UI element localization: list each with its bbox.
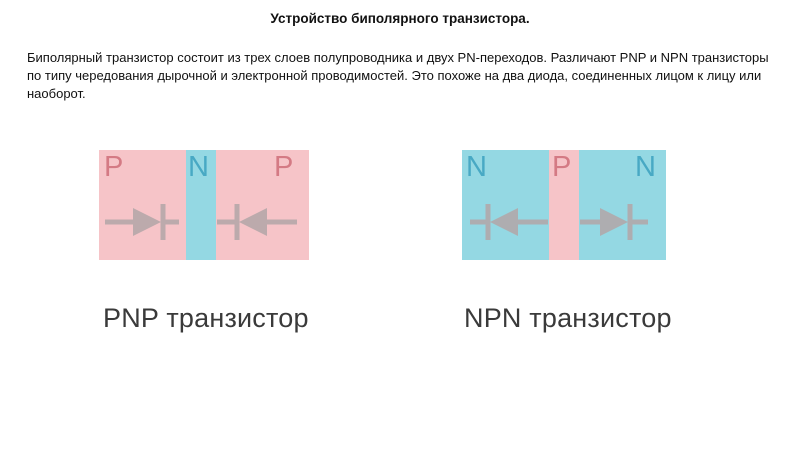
npn-layer-n-right [579, 150, 666, 260]
slide-title: Устройство биполярного транзистора. [270, 11, 530, 26]
pnp-caption: PNP транзистор [103, 303, 309, 333]
npn-diode-reverse-icon [470, 204, 548, 240]
pnp-diode-reverse-icon [217, 204, 297, 240]
npn-diagram: N P N [462, 150, 672, 260]
pnp-layer-p-left [99, 150, 186, 260]
pnp-layer-p-right [216, 150, 309, 260]
pnp-letter-right: P [274, 151, 294, 183]
pnp-letter-left: P [104, 151, 124, 183]
npn-letter-right: N [635, 151, 656, 183]
pnp-letter-middle: N [188, 151, 209, 183]
npn-caption: NPN транзистор [464, 303, 672, 333]
pnp-diagram: P N P [99, 150, 309, 260]
pnp-diode-symbols [105, 204, 297, 240]
npn-layer-p [549, 150, 579, 260]
npn-letter-middle: P [552, 151, 572, 183]
npn-diode-forward-icon [580, 204, 648, 240]
npn-layer-n-left [462, 150, 549, 260]
intro-paragraph: Биполярный транзистор состоит из трех сл… [27, 50, 769, 101]
npn-letter-left: N [466, 151, 487, 183]
npn-diode-symbols [470, 204, 648, 240]
pnp-diode-forward-icon [105, 204, 179, 240]
pnp-layer-n [186, 150, 216, 260]
